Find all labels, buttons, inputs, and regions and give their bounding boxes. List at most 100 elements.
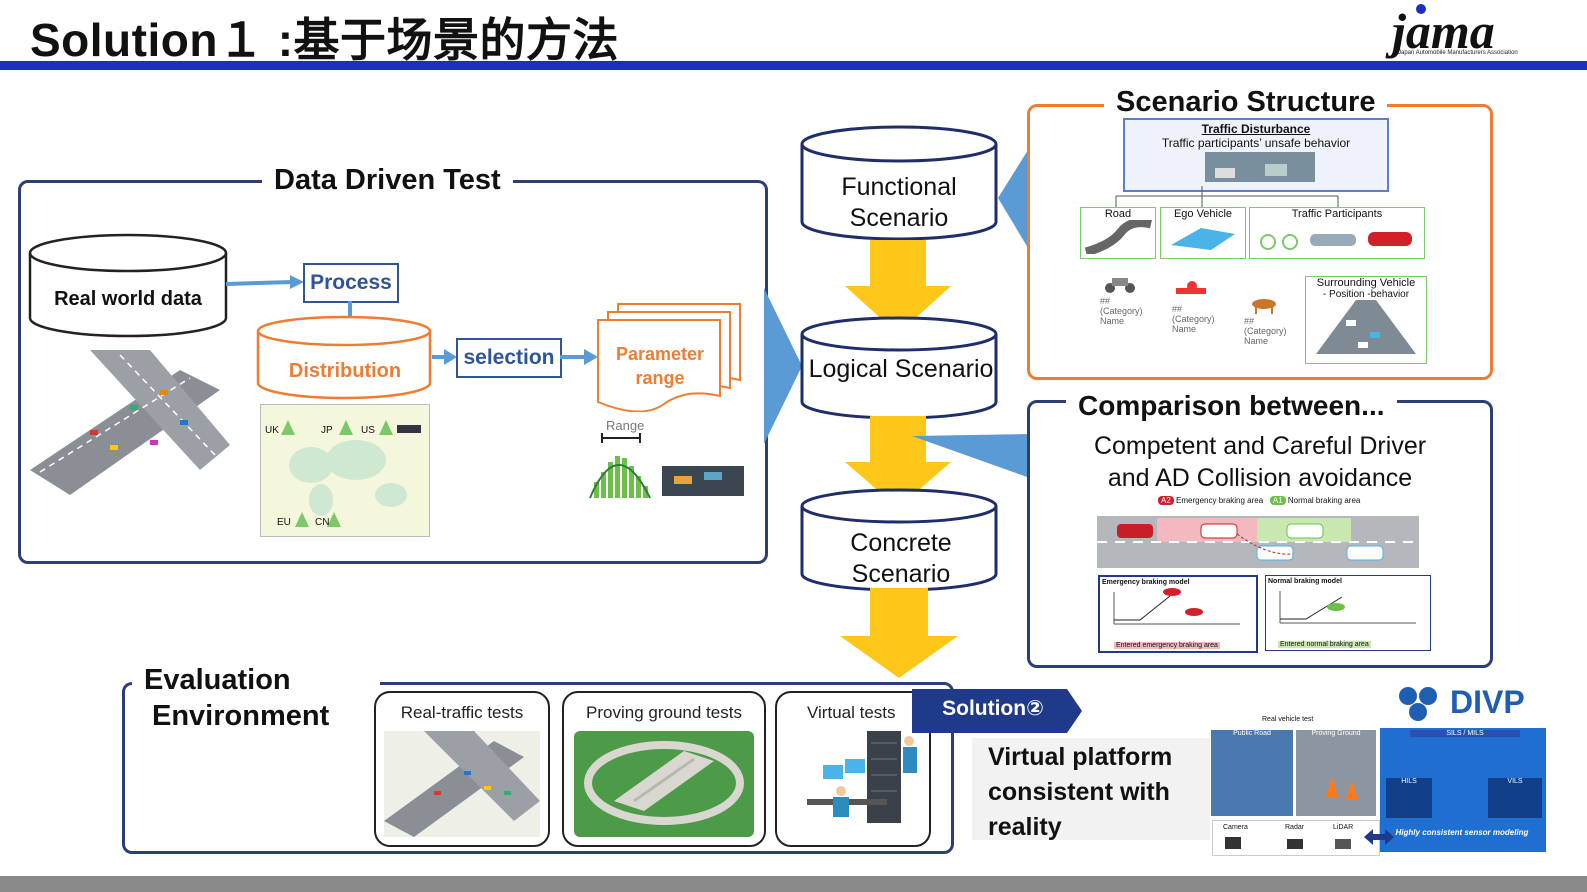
highway-interchange-image [30, 350, 230, 495]
evaluation-environment-panel [122, 682, 954, 854]
functional-to-structure-chevron [998, 150, 1028, 248]
deer-icon [1252, 299, 1276, 314]
normal-model-graph [1279, 591, 1416, 624]
braking-area-legend: A2 Emergency braking area A1 Normal brak… [1158, 496, 1360, 505]
yellow-arrow-1 [845, 240, 951, 334]
range-label: Range [606, 418, 645, 433]
world-map-graphic [281, 420, 421, 527]
real-traffic-image [384, 731, 540, 837]
traffic-disturbance-box: Traffic Disturbance Traffic participants… [1123, 118, 1389, 192]
comparison-line-2: and AD Collision avoidance [1107, 464, 1413, 492]
map-region-uk: UK [265, 425, 279, 436]
normal-braking-model: Normal braking model Entered normal brak… [1265, 575, 1431, 651]
proving-ground-photo-label: Proving Ground [1311, 730, 1361, 737]
functional-scenario-cylinder [800, 125, 998, 241]
data-driven-test-title: Data Driven Test [262, 164, 513, 197]
arrow-to-parameter-range [560, 349, 598, 365]
hils-label: HILS [1386, 778, 1432, 818]
emergency-model-graph [1113, 588, 1240, 625]
footer-bar [0, 876, 1587, 892]
evaluation-title: Evaluation Environment [132, 662, 380, 732]
traffic-disturbance-subtitle: Traffic participants’ unsafe behavior [1161, 136, 1351, 150]
traffic-disturbance-title: Traffic Disturbance [1201, 122, 1311, 136]
virtual-test-workstation-image [807, 731, 917, 823]
ego-vehicle-label: Ego Vehicle [1173, 208, 1233, 220]
ego-vehicle-card: Ego Vehicle [1160, 207, 1246, 259]
page-title: Solution１ :基于场景的方法 [30, 14, 620, 66]
sils-label: SILS / MILS [1410, 730, 1520, 737]
divp-logo-icon [1399, 687, 1437, 721]
normal-entered-label: Entered normal braking area [1278, 641, 1371, 648]
public-road-label: Public Road [1233, 730, 1271, 737]
selection-box: selection [456, 338, 562, 378]
roadblock-icon [1176, 281, 1206, 294]
bidirectional-arrow-icon [1364, 829, 1394, 845]
emergency-entered-label: Entered emergency braking area [1114, 642, 1220, 649]
scooter-icon [1105, 278, 1135, 293]
sensor-modeling-label: Highly consistent sensor modeling [1395, 828, 1529, 837]
concrete-scenario-label: Concrete Scenario [850, 529, 952, 588]
scenario-structure-title: Scenario Structure [1104, 86, 1388, 119]
logo-dot-icon [1416, 4, 1426, 14]
proving-ground-image [574, 731, 754, 837]
a1-text: Normal braking area [1287, 496, 1361, 505]
structure-tree-lines [1115, 186, 1339, 208]
camera-label: Camera [1223, 824, 1248, 831]
radar-label: Radar [1285, 824, 1305, 831]
header-bar [0, 61, 1587, 70]
logo-text: jama [1392, 3, 1495, 59]
real-traffic-tests-card: Real-traffic tests [374, 691, 550, 847]
evaluation-title-line-1: Evaluation [144, 664, 291, 696]
category-label-1: ## (Category) Name [1100, 296, 1143, 326]
map-region-jp: JP [321, 425, 333, 436]
parameter-range-document [597, 303, 741, 412]
traffic-participants-label: Traffic Participants [1291, 208, 1383, 220]
virtual-tests-label: Virtual tests [807, 703, 896, 722]
real-traffic-tests-label: Real-traffic tests [400, 703, 524, 722]
comparison-line-1: Competent and Careful Driver [1093, 432, 1427, 460]
surrounding-vehicle-label: Surrounding Vehicle [1316, 277, 1416, 289]
comparison-subtitle: Competent and Careful Driver and AD Coll… [1027, 430, 1493, 494]
sensor-icons [1225, 837, 1351, 849]
surrounding-vehicle-image [1316, 300, 1416, 354]
logical-to-comparison-chevron [912, 434, 1030, 478]
category-label-2: ## (Category) Name [1172, 304, 1215, 334]
surrounding-vehicle-sub: - Position -behavior [1322, 289, 1410, 300]
category-item-3: ## (Category) Name [1244, 290, 1300, 346]
traffic-scene-image [1205, 152, 1315, 182]
range-histogram [589, 433, 744, 499]
process-box: Process [303, 263, 399, 303]
proving-ground-tests-label: Proving ground tests [586, 703, 742, 722]
public-road-image: Public Road [1211, 730, 1293, 816]
traffic-participants-image [1260, 232, 1412, 250]
yellow-arrow-3 [840, 588, 958, 678]
a2-badge: A2 [1158, 496, 1174, 505]
map-region-us: US [361, 425, 375, 436]
comparison-title: Comparison between... [1066, 390, 1397, 422]
real-world-data-cylinder [28, 233, 228, 338]
divp-logo-text: DIVP [1450, 684, 1525, 720]
arrow-to-selection [432, 349, 457, 365]
data-to-logical-chevron [764, 288, 802, 444]
functional-scenario-label: Functional Scenario [841, 173, 957, 232]
distribution-label: Distribution [288, 360, 402, 382]
ego-vehicle-image [1171, 228, 1235, 250]
normal-model-title: Normal braking model [1268, 578, 1342, 585]
category-label-3: ## (Category) Name [1244, 316, 1287, 346]
sensor-row: Camera Radar LiDAR [1212, 820, 1380, 856]
a2-text: Emergency braking area [1176, 496, 1264, 505]
road-card: Road [1080, 207, 1156, 259]
simulation-panel: SILS / MILS HILS VILS Highly consistent … [1380, 728, 1546, 852]
divp-logo: DIVP [1396, 684, 1546, 724]
world-distribution-map: UK JP US EU CN [260, 404, 430, 537]
solution2-text: Virtual platform consistent with reality [988, 743, 1173, 841]
road-label: Road [1104, 208, 1132, 220]
parameter-range-label: Parameter range [615, 344, 705, 388]
solution2-tag [912, 689, 1082, 733]
evaluation-title-line-2: Environment [152, 700, 330, 732]
category-item-1: ## (Category) Name [1100, 270, 1162, 340]
map-region-eu: EU [277, 517, 291, 528]
solution2-label: Solution② [942, 697, 1044, 720]
emergency-model-title: Emergency braking model [1102, 579, 1190, 586]
logical-scenario-cylinder [800, 316, 998, 420]
